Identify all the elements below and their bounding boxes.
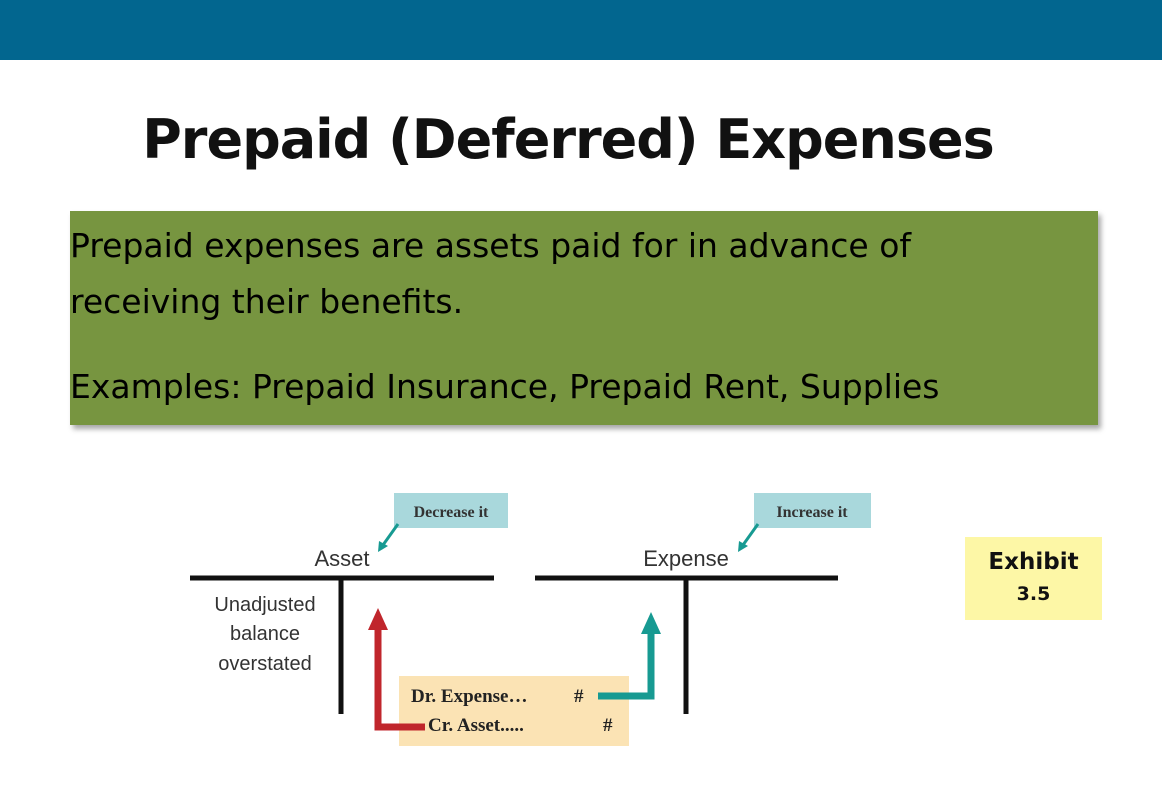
slide-title: Prepaid (Deferred) Expenses	[142, 108, 995, 171]
debit-expense-arrow-line	[598, 632, 655, 700]
journal-debit-line: Dr. Expense…	[411, 686, 527, 707]
exhibit-badge: Exhibit 3.5	[965, 537, 1102, 620]
credit-asset-arrow-head-icon	[368, 608, 388, 630]
credit-asset-arrow-line	[374, 628, 425, 731]
debit-expense-arrow-head-icon	[641, 612, 661, 634]
expense-account-title: Expense	[643, 546, 729, 571]
exhibit-number: 3.5	[1016, 583, 1051, 605]
increase-callout-label: Increase it	[776, 504, 848, 521]
definition-line-1: Prepaid expenses are assets paid for in …	[70, 226, 912, 265]
increase-pointer-head-icon	[738, 541, 748, 552]
journal-credit-amount: #	[603, 715, 613, 736]
decrease-pointer-head-icon	[378, 541, 388, 552]
journal-credit-line: Cr. Asset.....	[428, 715, 524, 736]
examples-line: Examples: Prepaid Insurance, Prepaid Ren…	[70, 367, 940, 406]
asset-account-title: Asset	[314, 546, 369, 571]
increase-callout-pointer	[741, 523, 760, 546]
unadjusted-line-2: balance	[230, 623, 300, 645]
decrease-callout-box	[394, 493, 508, 528]
definition-line-2: receiving their benefits.	[70, 282, 464, 321]
header-bar	[0, 0, 1162, 60]
definition-box	[70, 211, 1098, 425]
decrease-callout-pointer	[381, 523, 400, 546]
journal-entry-box	[399, 676, 629, 746]
unadjusted-line-3: overstated	[218, 653, 311, 675]
increase-callout-box	[754, 493, 871, 528]
journal-debit-amount: #	[574, 686, 584, 707]
decrease-callout-label: Decrease it	[414, 504, 489, 521]
exhibit-label: Exhibit	[988, 549, 1079, 575]
unadjusted-line-1: Unadjusted	[214, 594, 315, 616]
